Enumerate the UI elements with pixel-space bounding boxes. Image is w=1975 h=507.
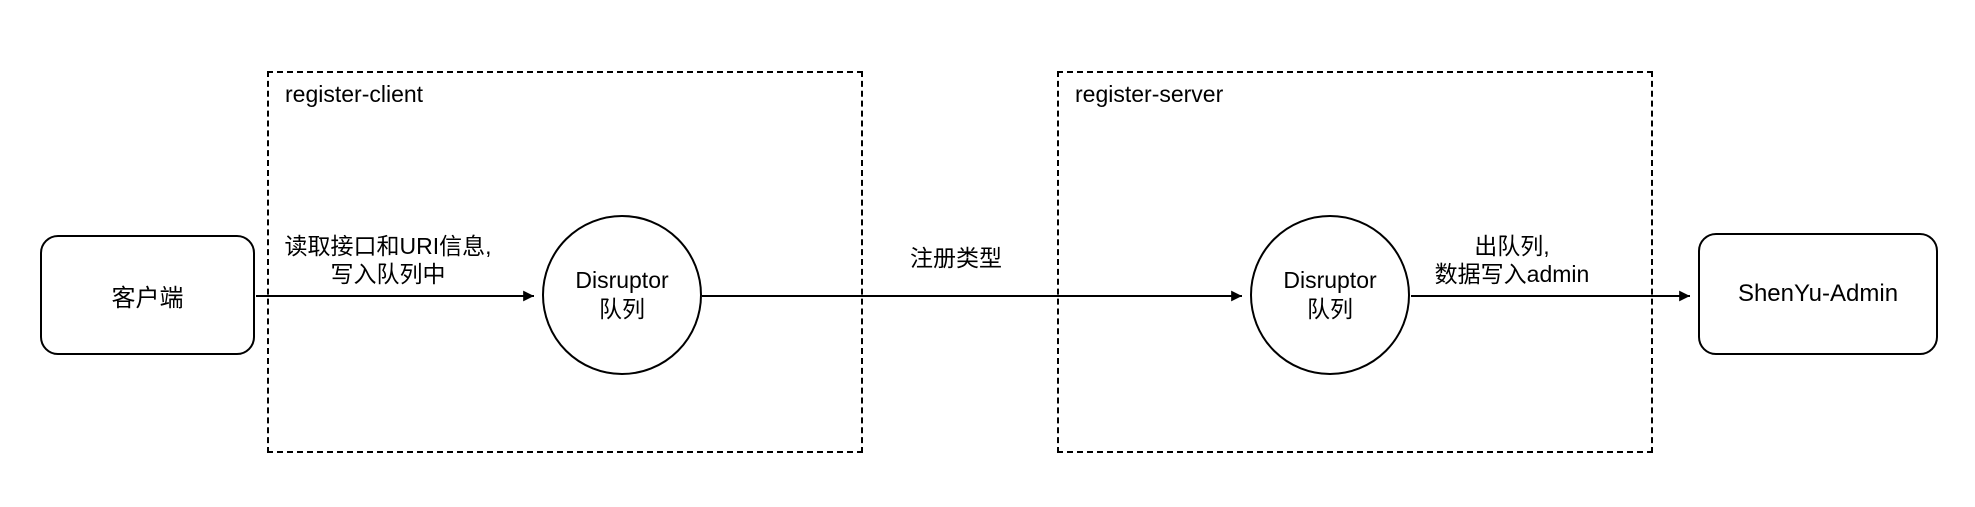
shenyu-admin-node-label: ShenYu-Admin (1737, 280, 1899, 307)
edge-label-queue-to-admin-line1: 出队列, (1474, 233, 1550, 259)
edge-label-queue-to-admin: 出队列, 数据写入admin (1435, 232, 1590, 288)
edge-label-queue-to-admin-line2: 数据写入admin (1434, 261, 1590, 287)
edge-label-client-to-queue: 读取接口和URI信息, 写入队列中 (285, 232, 492, 288)
register-client-group: register-client (267, 71, 863, 453)
disruptor-queue-client-node: Disruptor 队列 (542, 215, 702, 375)
disruptor-queue-server-node: Disruptor 队列 (1250, 215, 1410, 375)
edge-label-client-to-queue-line1: 读取接口和URI信息, (284, 233, 492, 259)
register-server-group-label: register-server (1075, 81, 1224, 107)
disruptor-queue-client-label-line1: Disruptor (575, 267, 669, 294)
shenyu-admin-node: ShenYu-Admin (1698, 233, 1938, 355)
disruptor-queue-client-label-line2: 队列 (599, 296, 645, 322)
edge-label-client-to-queue-line2: 写入队列中 (330, 261, 446, 287)
edge-label-register-type: 注册类型 (910, 244, 1002, 272)
disruptor-queue-server-label-line1: Disruptor (1283, 267, 1377, 294)
register-client-group-label: register-client (285, 81, 424, 107)
disruptor-queue-server-label-line2: 队列 (1307, 296, 1353, 322)
client-node-label: 客户端 (111, 284, 184, 312)
edge-label-register-type-text: 注册类型 (910, 245, 1002, 271)
register-server-group: register-server (1057, 71, 1653, 453)
client-node: 客户端 (40, 235, 255, 355)
